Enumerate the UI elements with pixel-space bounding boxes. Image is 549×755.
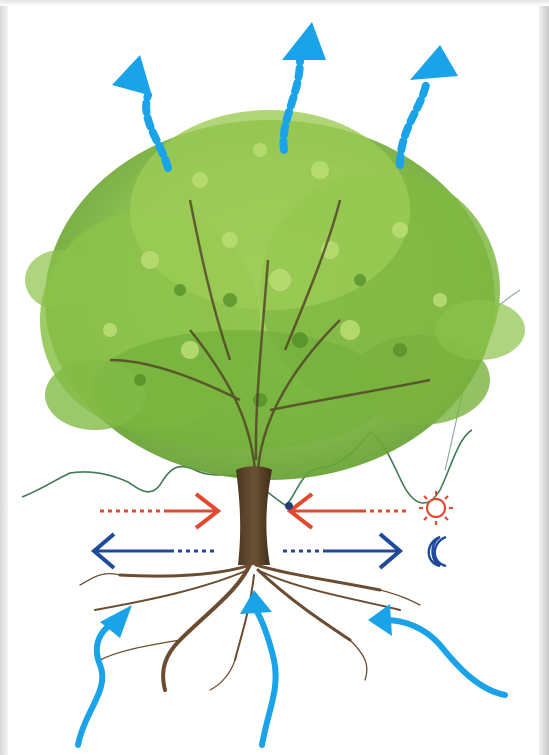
water-uptake-arrow-right	[368, 604, 505, 695]
water-uptake-arrow-center	[240, 590, 276, 745]
cooling-arrow-left	[94, 534, 215, 568]
water-uptake-arrow-left	[78, 605, 132, 745]
tree-trunk	[236, 466, 272, 565]
heat-arrow-right	[285, 494, 410, 528]
tree-roots	[80, 560, 420, 690]
transpiration-arrow-left	[112, 55, 168, 168]
heat-arrow-left	[100, 494, 218, 528]
cooling-arrow-right	[283, 534, 400, 568]
transpiration-arrow-right	[400, 45, 458, 165]
tree-canopy	[25, 110, 525, 480]
moon-icon	[429, 537, 446, 566]
